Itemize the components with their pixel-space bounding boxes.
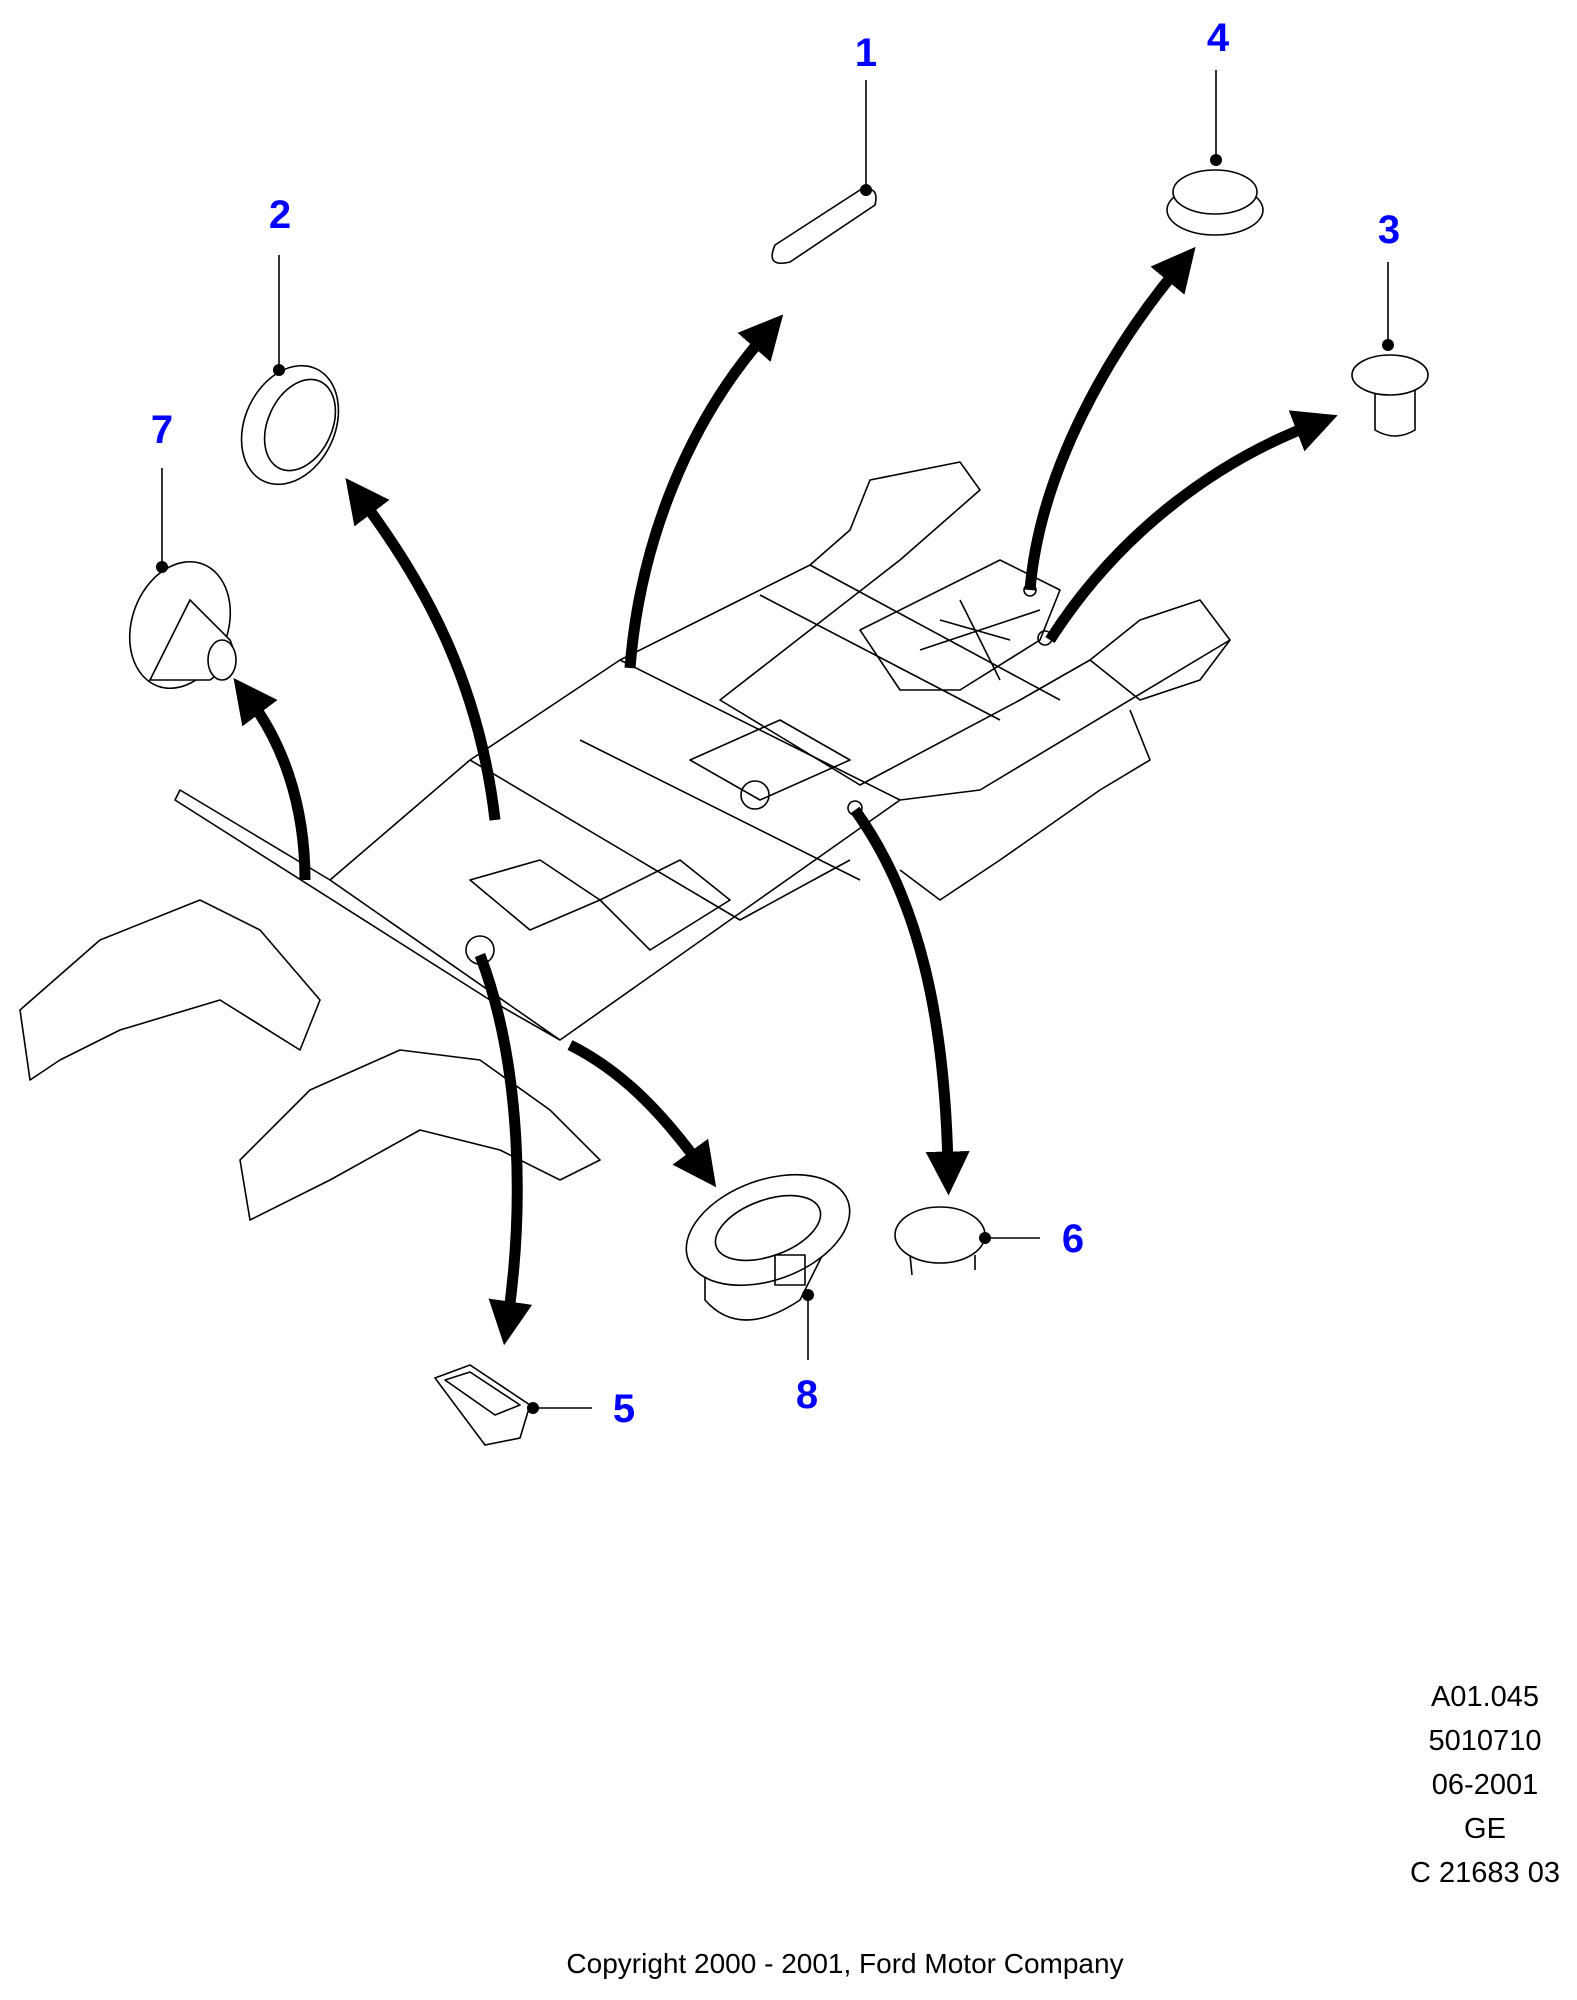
part-5-tray-plug — [433, 1364, 531, 1446]
part-8-oval-plug — [685, 1173, 851, 1321]
part-4-cap — [1166, 169, 1264, 236]
reference-code: A01.045 — [1430, 1681, 1540, 1713]
reference-drawing-id: C 21683 03 — [1410, 1857, 1560, 1889]
callout-6: 6 — [1062, 1217, 1084, 1261]
callout-2: 2 — [269, 193, 291, 237]
part-3-plug — [1351, 354, 1429, 437]
part-6-clip-cap — [894, 1206, 986, 1276]
callout-1: 1 — [855, 31, 877, 75]
callout-8: 8 — [796, 1373, 818, 1417]
leader-lines — [156, 70, 1394, 1414]
reference-language: GE — [1464, 1813, 1506, 1845]
arrows — [233, 246, 1338, 1346]
copyright-notice: Copyright 2000 - 2001, Ford Motor Compan… — [566, 1948, 1124, 1979]
callout-5: 5 — [613, 1387, 635, 1431]
reference-date: 06-2001 — [1431, 1769, 1539, 1801]
callout-7: 7 — [151, 408, 173, 452]
part-1-plug-strip — [771, 188, 877, 264]
part-7-cone-grommet — [128, 560, 237, 690]
part-2-grommet — [240, 364, 340, 486]
callout-4: 4 — [1207, 16, 1230, 60]
drawing-reference-block: A01.045 5010710 06-2001 GE C 21683 03 — [1380, 1675, 1577, 1895]
callout-3: 3 — [1378, 208, 1400, 252]
reference-number: 5010710 — [1428, 1725, 1542, 1757]
vehicle-underbody — [19, 461, 1231, 1221]
